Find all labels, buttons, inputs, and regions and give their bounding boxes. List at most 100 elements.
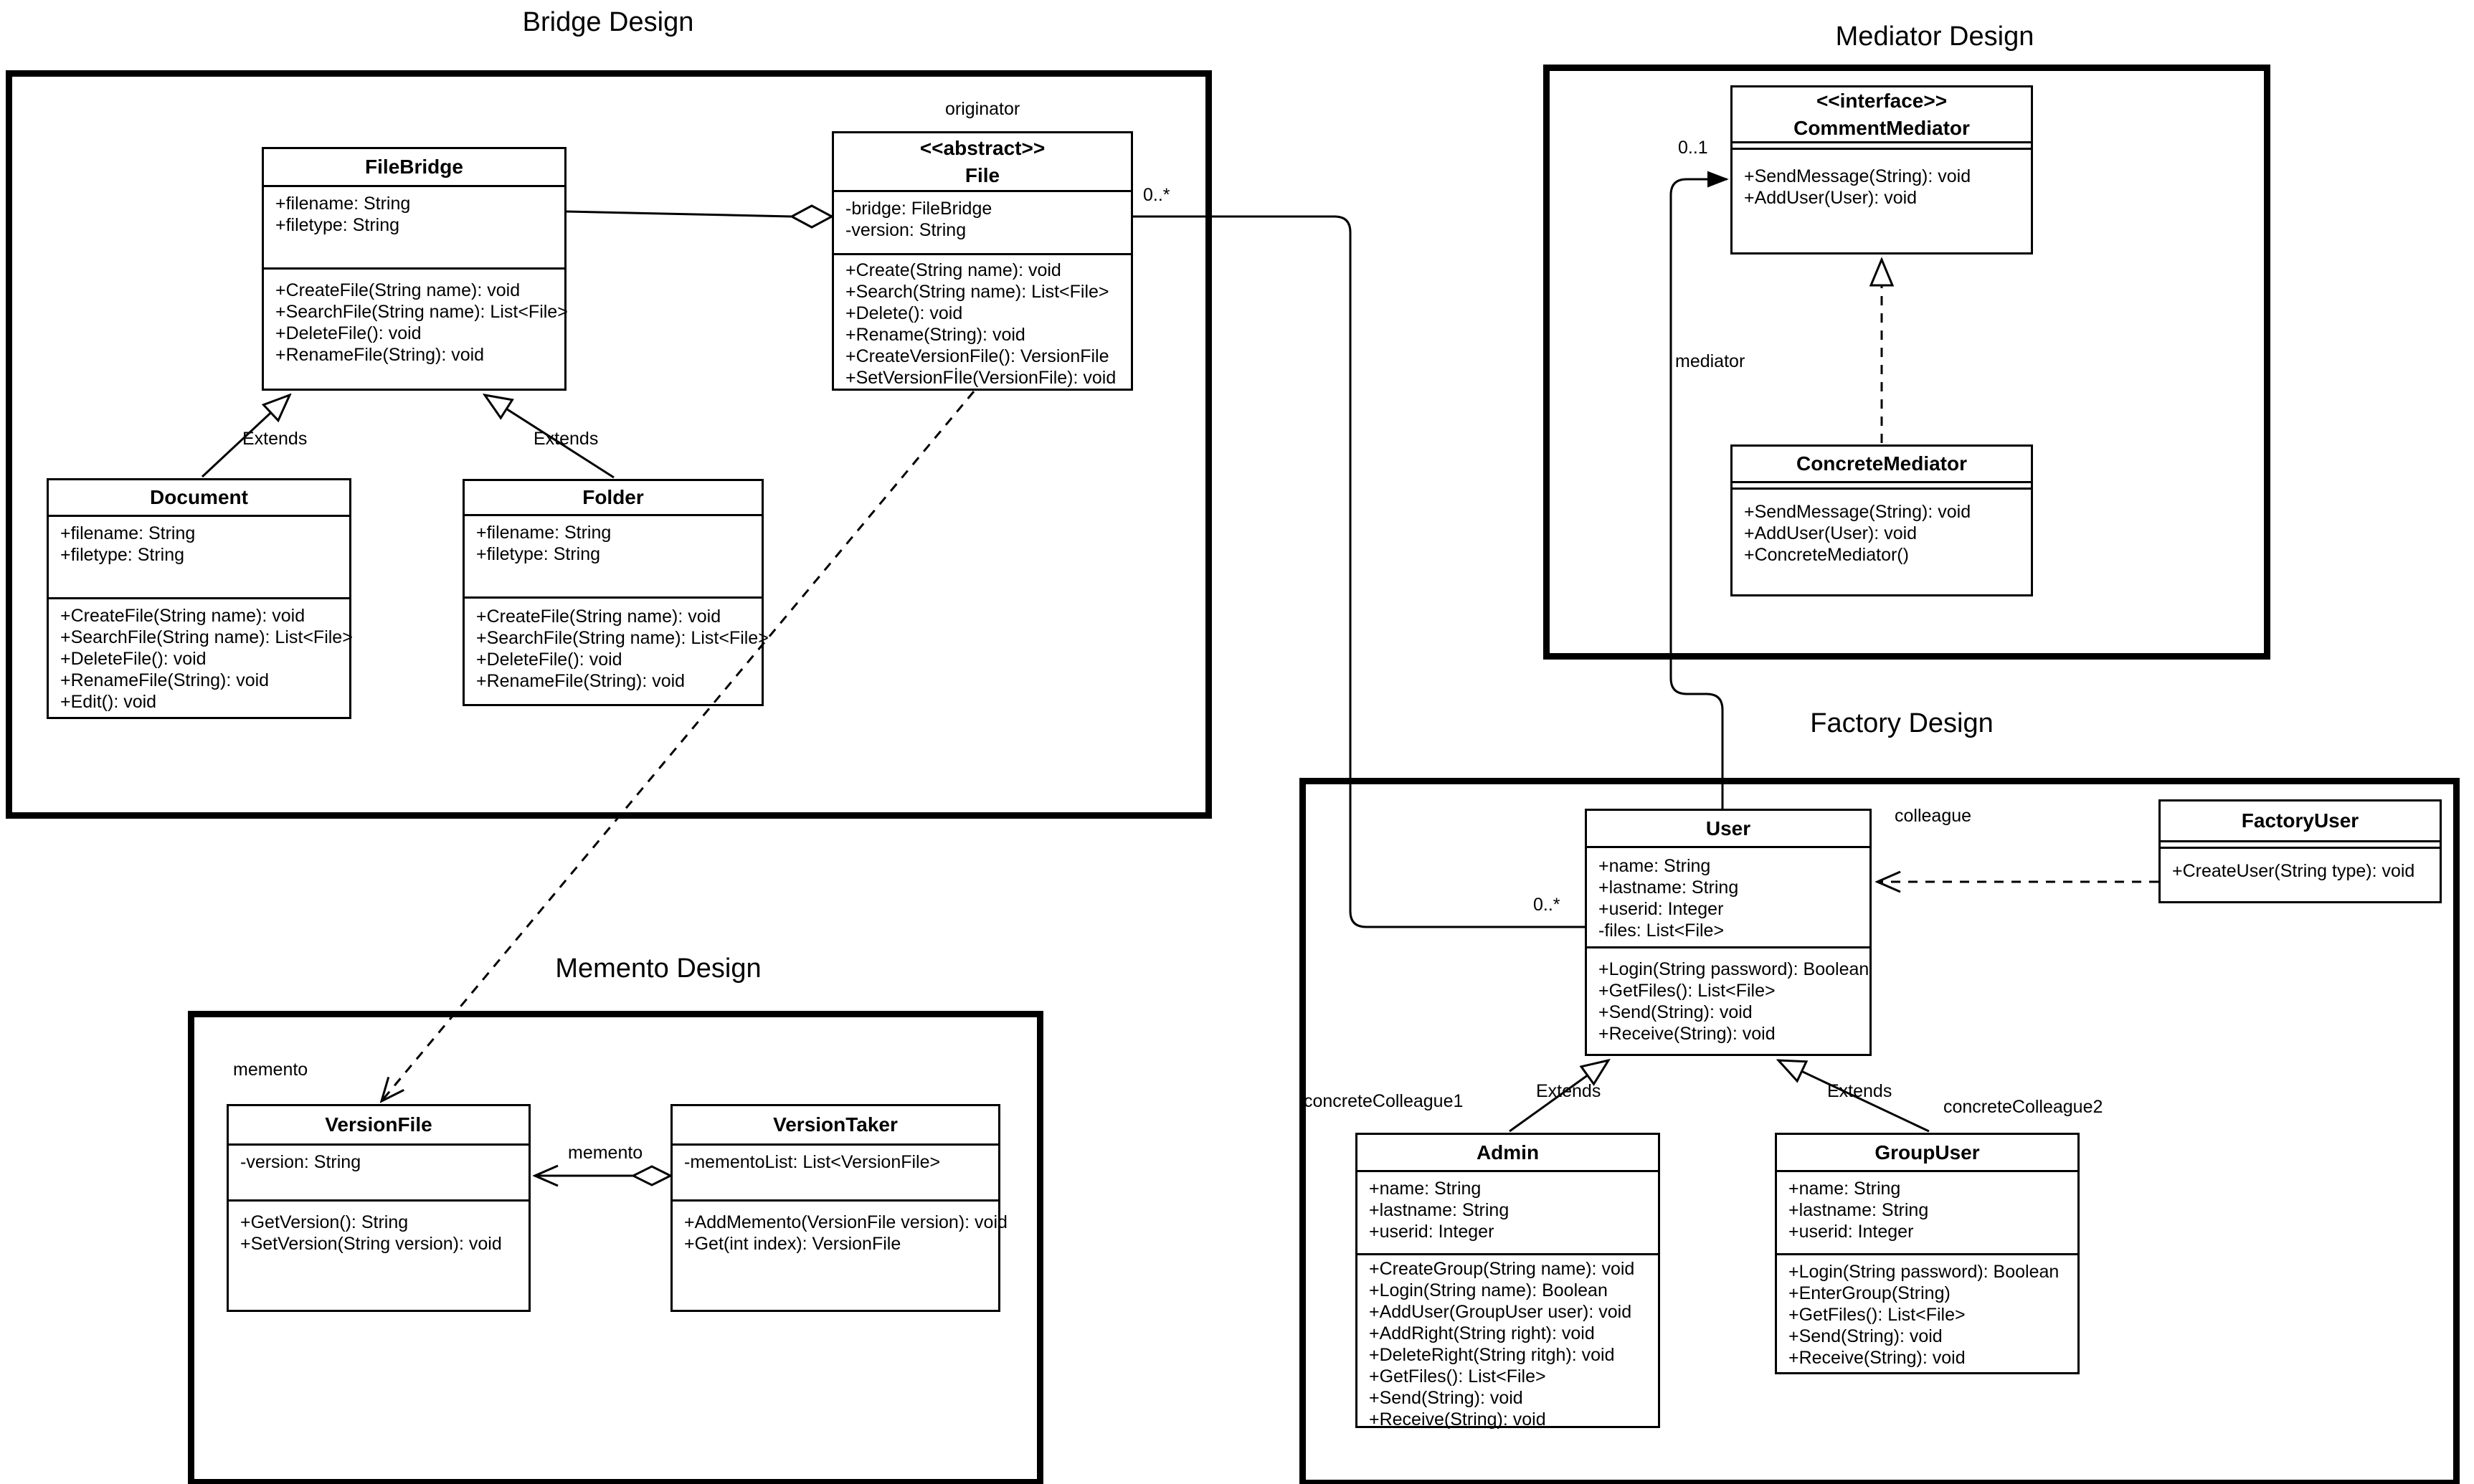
method-line: +Delete(): void bbox=[845, 303, 963, 323]
method-line: +CreateVersionFile(): VersionFile bbox=[845, 346, 1109, 366]
colleague-role-label: colleague bbox=[1895, 806, 1972, 826]
method-line: +Create(String name): void bbox=[845, 260, 1061, 280]
class-document-attributes: +filename: String +filetype: String bbox=[49, 517, 349, 599]
attribute-line: +lastname: String bbox=[1788, 1200, 1929, 1220]
empty-attributes-compartment bbox=[1733, 143, 2031, 150]
user-multiplicity-label: 0..* bbox=[1533, 895, 1560, 915]
class-admin-name: Admin bbox=[1357, 1135, 1658, 1172]
method-line: +Get(int index): VersionFile bbox=[684, 1234, 901, 1254]
class-name-text: Admin bbox=[1476, 1141, 1540, 1164]
method-line: +Send(String): void bbox=[1598, 1002, 1753, 1022]
method-line: +Login(String name): Boolean bbox=[1369, 1280, 1608, 1300]
class-document-methods: +CreateFile(String name): void +SearchFi… bbox=[49, 599, 353, 717]
attribute-line: +userid: Integer bbox=[1369, 1222, 1494, 1242]
class-name-text: VersionTaker bbox=[773, 1113, 898, 1136]
method-line: +Search(String name): List<File> bbox=[845, 282, 1109, 302]
method-line: +AddMemento(VersionFile version): void bbox=[684, 1212, 1008, 1232]
class-folder-name: Folder bbox=[465, 481, 762, 516]
attribute-line: +name: String bbox=[1369, 1179, 1482, 1199]
attribute-line: +lastname: String bbox=[1369, 1200, 1509, 1220]
method-line: +SendMessage(String): void bbox=[1744, 502, 1971, 522]
attribute-line: -files: List<File> bbox=[1598, 921, 1725, 941]
method-line: +Receive(String): void bbox=[1598, 1024, 1776, 1044]
method-line: +DeleteFile(): void bbox=[275, 323, 422, 343]
method-line: +CreateFile(String name): void bbox=[476, 607, 721, 627]
class-commentmediator-methods: +SendMessage(String): void +AddUser(User… bbox=[1733, 150, 2031, 252]
class-groupuser-methods: +Login(String password): Boolean +EnterG… bbox=[1777, 1255, 2077, 1372]
class-factoryuser-methods: +CreateUser(String type): void bbox=[2161, 849, 2440, 901]
class-user-methods: +Login(String password): Boolean +GetFil… bbox=[1587, 948, 1869, 1054]
mediator-multiplicity-label: 0..1 bbox=[1678, 138, 1708, 158]
method-line: +RenameFile(String): void bbox=[275, 345, 485, 365]
class-concretemediator-name: ConcreteMediator bbox=[1733, 447, 2031, 483]
class-filebridge-methods: +CreateFile(String name): void +SearchFi… bbox=[264, 270, 568, 389]
mediator-role-label: mediator bbox=[1675, 351, 1745, 371]
method-line: +RenameFile(String): void bbox=[60, 670, 270, 690]
class-name-text: VersionFile bbox=[325, 1113, 432, 1136]
file-multiplicity-label: 0..* bbox=[1143, 185, 1170, 205]
attribute-line: +lastname: String bbox=[1598, 877, 1739, 898]
method-line: +SearchFile(String name): List<File> bbox=[275, 302, 568, 322]
class-factoryuser: FactoryUser +CreateUser(String type): vo… bbox=[2158, 799, 2442, 903]
class-concretemediator: ConcreteMediator +SendMessage(String): v… bbox=[1730, 444, 2033, 596]
attribute-line: -mementoList: List<VersionFile> bbox=[684, 1152, 941, 1172]
extends-folder-label: Extends bbox=[534, 429, 599, 449]
class-name-text: Folder bbox=[582, 486, 644, 508]
class-filebridge-attributes: +filename: String +filetype: String bbox=[264, 187, 564, 270]
class-user: User +name: String +lastname: String +us… bbox=[1585, 809, 1872, 1056]
class-document-name: Document bbox=[49, 480, 349, 517]
factory-design-region bbox=[1299, 778, 2460, 1484]
class-stereotype-text: <<abstract>> bbox=[919, 136, 1046, 159]
class-groupuser: GroupUser +name: String +lastname: Strin… bbox=[1775, 1133, 2080, 1374]
method-line: +SetVersionFİle(VersionFile): void bbox=[845, 368, 1117, 388]
method-line: +EnterGroup(String) bbox=[1788, 1283, 1951, 1303]
method-line: +Login(String password): Boolean bbox=[1598, 959, 1869, 979]
attribute-line: +name: String bbox=[1788, 1179, 1901, 1199]
class-versiontaker: VersionTaker -mementoList: List<VersionF… bbox=[670, 1104, 1008, 1312]
class-filebridge: FileBridge +filename: String +filetype: … bbox=[262, 147, 568, 391]
class-name-text: ConcreteMediator bbox=[1796, 452, 1968, 475]
concrete-colleague1-label: concreteColleague1 bbox=[1304, 1091, 1464, 1111]
memento-role-label: memento bbox=[568, 1143, 643, 1163]
class-commentmediator-name: <<interface>> CommentMediator bbox=[1733, 87, 2031, 143]
class-admin-attributes: +name: String +lastname: String +userid:… bbox=[1357, 1172, 1658, 1255]
class-file-name: <<abstract>> File bbox=[834, 133, 1131, 192]
empty-attributes-compartment bbox=[2161, 842, 2440, 849]
class-factoryuser-name: FactoryUser bbox=[2161, 802, 2440, 842]
method-line: +ConcreteMediator() bbox=[1744, 545, 1909, 565]
class-groupuser-name: GroupUser bbox=[1777, 1135, 2077, 1172]
class-stereotype-text: <<interface>> bbox=[1816, 89, 1948, 112]
extends-admin-label: Extends bbox=[1536, 1081, 1601, 1101]
class-name-text: FactoryUser bbox=[2241, 809, 2359, 832]
method-line: +CreateGroup(String name): void bbox=[1369, 1259, 1635, 1279]
method-line: +GetFiles(): List<File> bbox=[1598, 981, 1776, 1001]
method-line: +Rename(String): void bbox=[845, 325, 1025, 345]
class-versionfile-methods: +GetVersion(): String +SetVersion(String… bbox=[229, 1202, 529, 1310]
attribute-line: +filetype: String bbox=[60, 545, 185, 565]
class-name-text: GroupUser bbox=[1875, 1141, 1980, 1164]
bridge-design-title: Bridge Design bbox=[522, 7, 694, 37]
method-line: +SearchFile(String name): List<File> bbox=[60, 627, 353, 647]
method-line: +AddRight(String right): void bbox=[1369, 1323, 1595, 1343]
class-name-text: User bbox=[1705, 817, 1751, 839]
attribute-line: +filename: String bbox=[275, 194, 411, 214]
class-groupuser-attributes: +name: String +lastname: String +userid:… bbox=[1777, 1172, 2077, 1255]
attribute-line: +userid: Integer bbox=[1788, 1222, 1914, 1242]
class-document: Document +filename: String +filetype: St… bbox=[47, 478, 353, 719]
attribute-line: -version: String bbox=[240, 1152, 361, 1172]
class-name-text: CommentMediator bbox=[1793, 116, 1970, 139]
method-line: +DeleteFile(): void bbox=[60, 649, 207, 669]
method-line: +DeleteRight(String ritgh): void bbox=[1369, 1345, 1615, 1365]
class-file: <<abstract>> File -bridge: FileBridge -v… bbox=[832, 131, 1133, 391]
method-line: +Receive(String): void bbox=[1788, 1348, 1966, 1368]
method-line: +AddUser(GroupUser user): void bbox=[1369, 1302, 1632, 1322]
factory-design-title: Factory Design bbox=[1810, 708, 1994, 738]
method-line: +Edit(): void bbox=[60, 692, 157, 712]
class-versionfile-name: VersionFile bbox=[229, 1106, 529, 1146]
attribute-line: +filename: String bbox=[60, 523, 196, 543]
class-admin-methods: +CreateGroup(String name): void +Login(S… bbox=[1357, 1255, 1658, 1430]
class-versionfile: VersionFile -version: String +GetVersion… bbox=[227, 1104, 531, 1312]
method-line: +DeleteFile(): void bbox=[476, 650, 622, 670]
method-line: +GetFiles(): List<File> bbox=[1369, 1366, 1546, 1387]
method-line: +CreateUser(String type): void bbox=[2172, 861, 2415, 881]
